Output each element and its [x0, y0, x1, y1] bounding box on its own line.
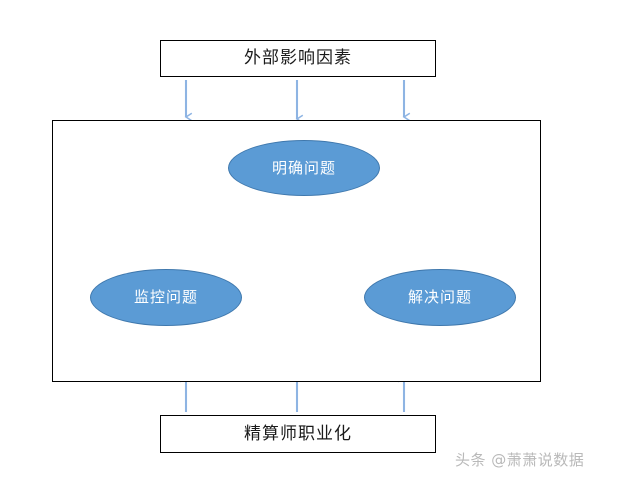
actuary-professionalization-box[interactable]: 精算师职业化 — [160, 415, 436, 453]
external-factors-label: 外部影响因素 — [244, 48, 352, 68]
node-solve-problem-label: 解决问题 — [407, 288, 472, 306]
external-factors-box[interactable]: 外部影响因素 — [160, 40, 436, 77]
node-solve-problem[interactable]: 解决问题 — [364, 269, 516, 326]
top-arrow-group — [184, 80, 411, 124]
watermark-text: 头条 @萧萧说数据 — [455, 451, 585, 469]
node-monitor-problem[interactable]: 监控问题 — [90, 269, 242, 326]
node-clarify-problem[interactable]: 明确问题 — [228, 140, 380, 196]
node-monitor-problem-label: 监控问题 — [133, 288, 198, 306]
actuary-professionalization-label: 精算师职业化 — [244, 423, 352, 444]
node-clarify-problem-label: 明确问题 — [271, 158, 336, 177]
